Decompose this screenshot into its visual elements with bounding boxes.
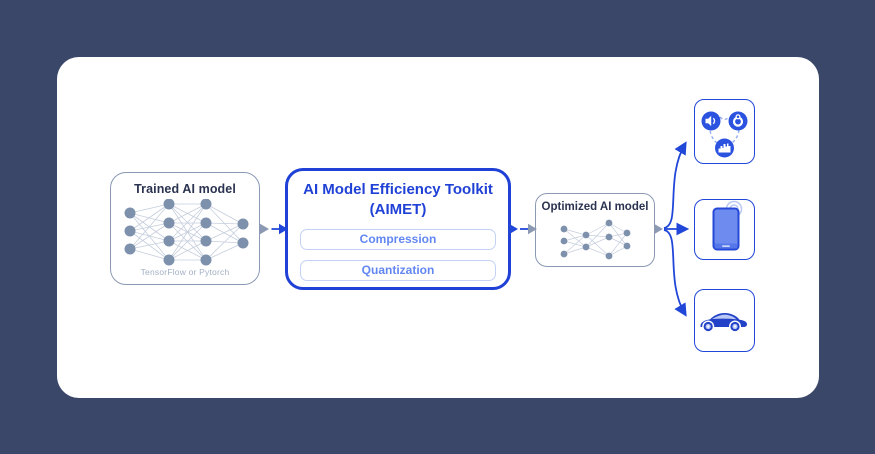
framework-caption: TensorFlow or Pytorch bbox=[140, 267, 230, 277]
optimized-neural-network-graphic bbox=[560, 219, 631, 260]
smartphone-graphic bbox=[712, 200, 743, 251]
quantization-button[interactable]: Quantization bbox=[300, 259, 496, 281]
smartphone-icon bbox=[712, 207, 740, 251]
aimet-title-line2: (AIMET) bbox=[369, 201, 427, 219]
aimet-box: AI Model Efficiency Toolkit (AIMET) Comp… bbox=[285, 168, 511, 290]
speaker-icon bbox=[701, 111, 721, 131]
trained-model-title: Trained AI model bbox=[134, 182, 236, 196]
optimized-model-box: Optimized AI model bbox=[535, 193, 655, 267]
aimet-title: AI Model Efficiency Toolkit (AIMET) bbox=[288, 180, 508, 221]
trained-model-box: Trained AI model Tensor bbox=[110, 172, 260, 285]
optimized-model-title: Optimized AI model bbox=[541, 201, 649, 213]
target-iot-edge-devices-box bbox=[694, 99, 755, 164]
trained-neural-network-graphic bbox=[124, 199, 249, 266]
car-icon bbox=[700, 312, 747, 333]
compression-button[interactable]: Compression bbox=[300, 228, 496, 250]
cycle-dashed-arcs bbox=[709, 116, 740, 144]
iot-edge-devices-graphic bbox=[701, 111, 748, 158]
automotive-graphic bbox=[700, 312, 747, 333]
target-smartphone-box bbox=[694, 199, 755, 260]
aimet-title-line1: AI Model Efficiency Toolkit bbox=[303, 181, 493, 198]
city-skyline-icon bbox=[715, 138, 734, 158]
camera-lens-icon bbox=[728, 111, 748, 131]
target-automotive-box bbox=[694, 289, 755, 352]
